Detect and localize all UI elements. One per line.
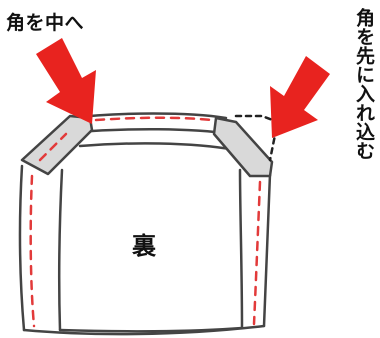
stitch-top — [94, 116, 214, 122]
stitch-corner-left — [38, 132, 68, 162]
stitch-left — [29, 174, 36, 328]
top-inner-line — [78, 142, 238, 152]
top-band-lower — [74, 127, 234, 136]
stitch-right — [252, 180, 262, 326]
right-inner-edge — [238, 168, 244, 330]
reverse-side-label: 裏 — [132, 232, 156, 260]
right-outer-edge — [262, 172, 272, 328]
left-edge — [18, 164, 26, 332]
right-corner-flap — [212, 116, 274, 178]
arrow-left-icon — [36, 38, 96, 124]
instruction-label-tuck-corner: 角を先に入れ込む — [353, 8, 375, 160]
left-inner-edge — [57, 168, 64, 332]
stitch-lines — [29, 116, 262, 328]
instruction-label-corner-in: 角を中へ — [6, 12, 85, 34]
bottom-inner-edge — [58, 326, 244, 333]
arrow-right-icon — [270, 56, 330, 138]
